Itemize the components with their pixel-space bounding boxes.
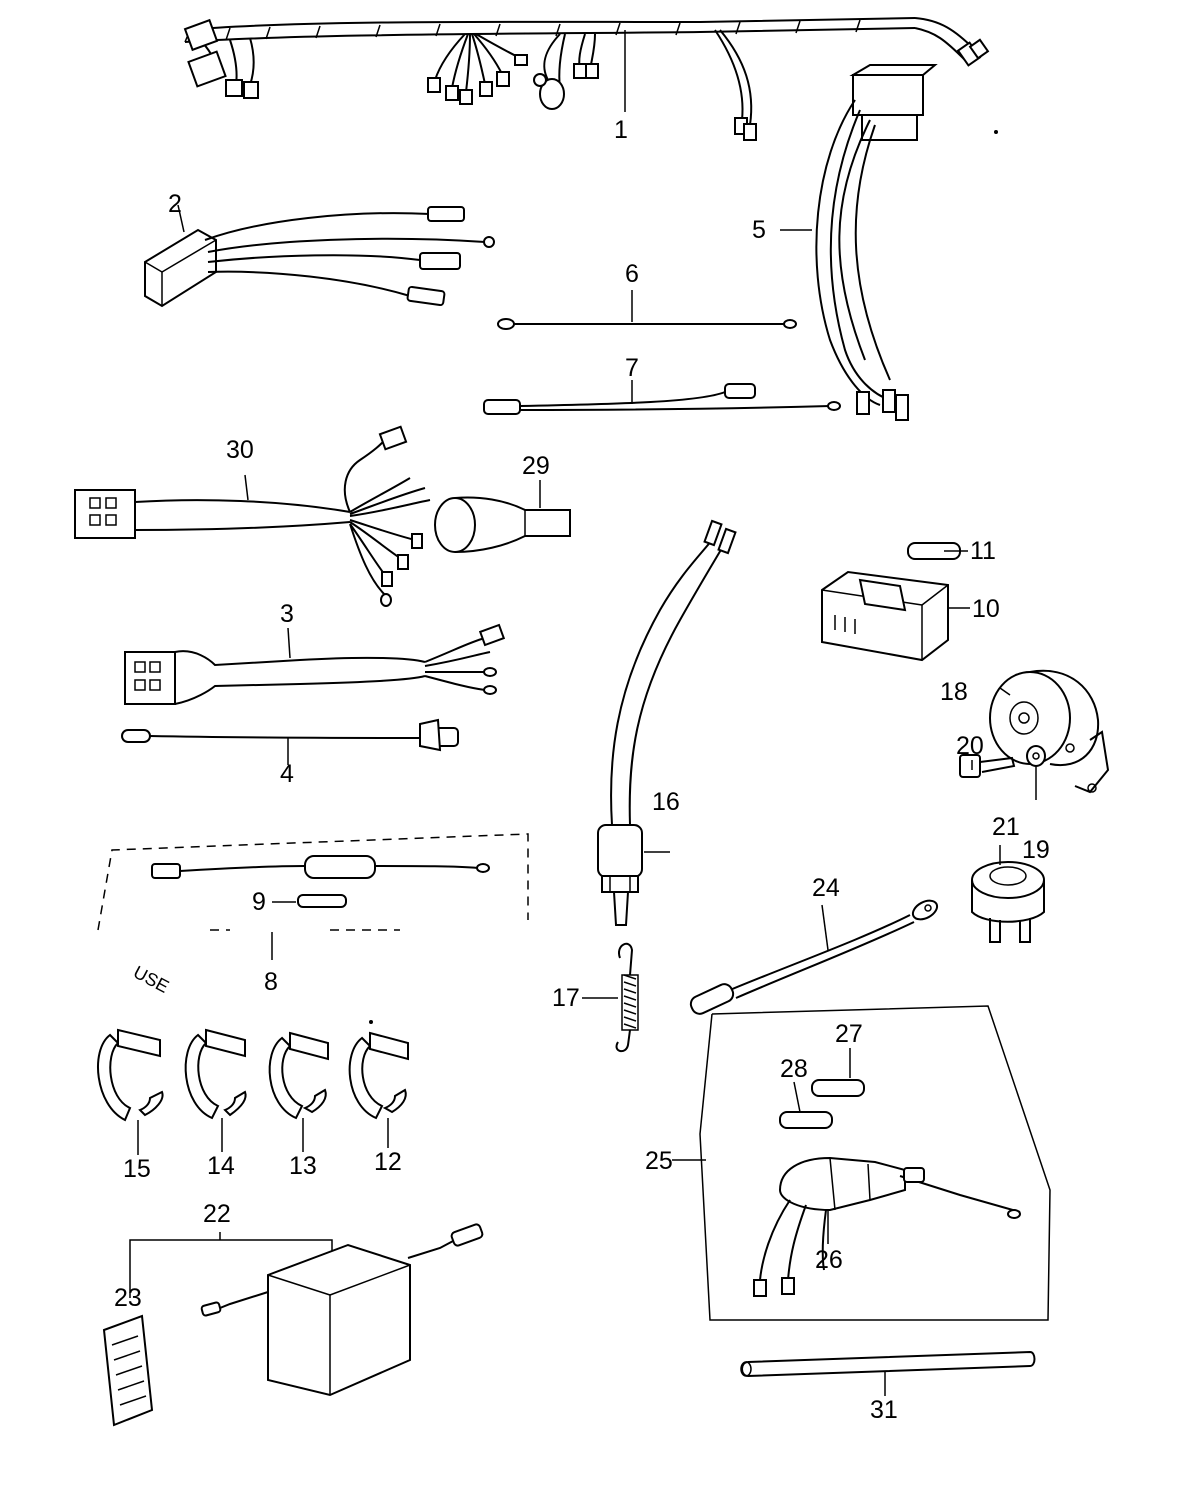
relay-harness [780, 64, 938, 421]
rubber-boot [434, 480, 571, 553]
callout-16: 16 [652, 788, 680, 816]
callout-7: 7 [625, 354, 639, 382]
fuse-box-kit [672, 1005, 1051, 1321]
callout-22: 22 [203, 1200, 231, 1228]
callout-4: 4 [280, 760, 294, 788]
callout-14: 14 [207, 1152, 235, 1180]
callout-19: 19 [1022, 836, 1050, 864]
callout-5: 5 [752, 216, 766, 244]
callout-10: 10 [972, 595, 1000, 623]
use-note: USE [130, 962, 172, 997]
regulator-with-leads [144, 204, 495, 308]
callout-30: 30 [226, 436, 254, 464]
callout-18: 18 [940, 678, 968, 706]
flasher-relay-and-fuse [821, 542, 970, 662]
callout-31: 31 [870, 1396, 898, 1424]
callout-20: 20 [956, 732, 984, 760]
callout-24: 24 [812, 874, 840, 902]
callout-labels: 1 2 5 6 7 30 29 11 10 3 18 20 4 16 21 19… [114, 116, 1050, 1424]
callout-3: 3 [280, 600, 294, 628]
ground-lead [497, 290, 797, 330]
callout-28: 28 [780, 1055, 808, 1083]
callout-26: 26 [815, 1246, 843, 1274]
stray-mark [994, 130, 998, 134]
lamp-lead [483, 380, 841, 415]
callout-23: 23 [114, 1284, 142, 1312]
callout-27: 27 [835, 1020, 863, 1048]
fuse-holder-kit [97, 833, 529, 960]
callout-6: 6 [625, 260, 639, 288]
temperature-sensor [597, 519, 737, 926]
callout-9: 9 [252, 888, 266, 916]
main-wiring-harness [183, 17, 990, 141]
callout-1: 1 [614, 116, 628, 144]
tube [740, 1350, 1036, 1396]
callout-15: 15 [123, 1155, 151, 1183]
callout-17: 17 [552, 984, 580, 1012]
horn-assembly [959, 669, 1110, 943]
callout-2: 2 [168, 190, 182, 218]
connector-lead [121, 718, 459, 765]
callout-13: 13 [289, 1152, 317, 1180]
callout-25: 25 [645, 1147, 673, 1175]
callout-29: 29 [522, 452, 550, 480]
callout-21: 21 [992, 813, 1020, 841]
callout-11: 11 [970, 537, 996, 565]
switch-harness [74, 425, 431, 607]
callout-12: 12 [374, 1148, 402, 1176]
callout-8: 8 [264, 968, 278, 996]
stray-mark [369, 1020, 373, 1024]
ground-cable [689, 899, 939, 1015]
ignition-module [102, 1223, 484, 1427]
spring [582, 942, 639, 1053]
wire-clamps [97, 1028, 409, 1155]
sub-harness [124, 623, 506, 705]
